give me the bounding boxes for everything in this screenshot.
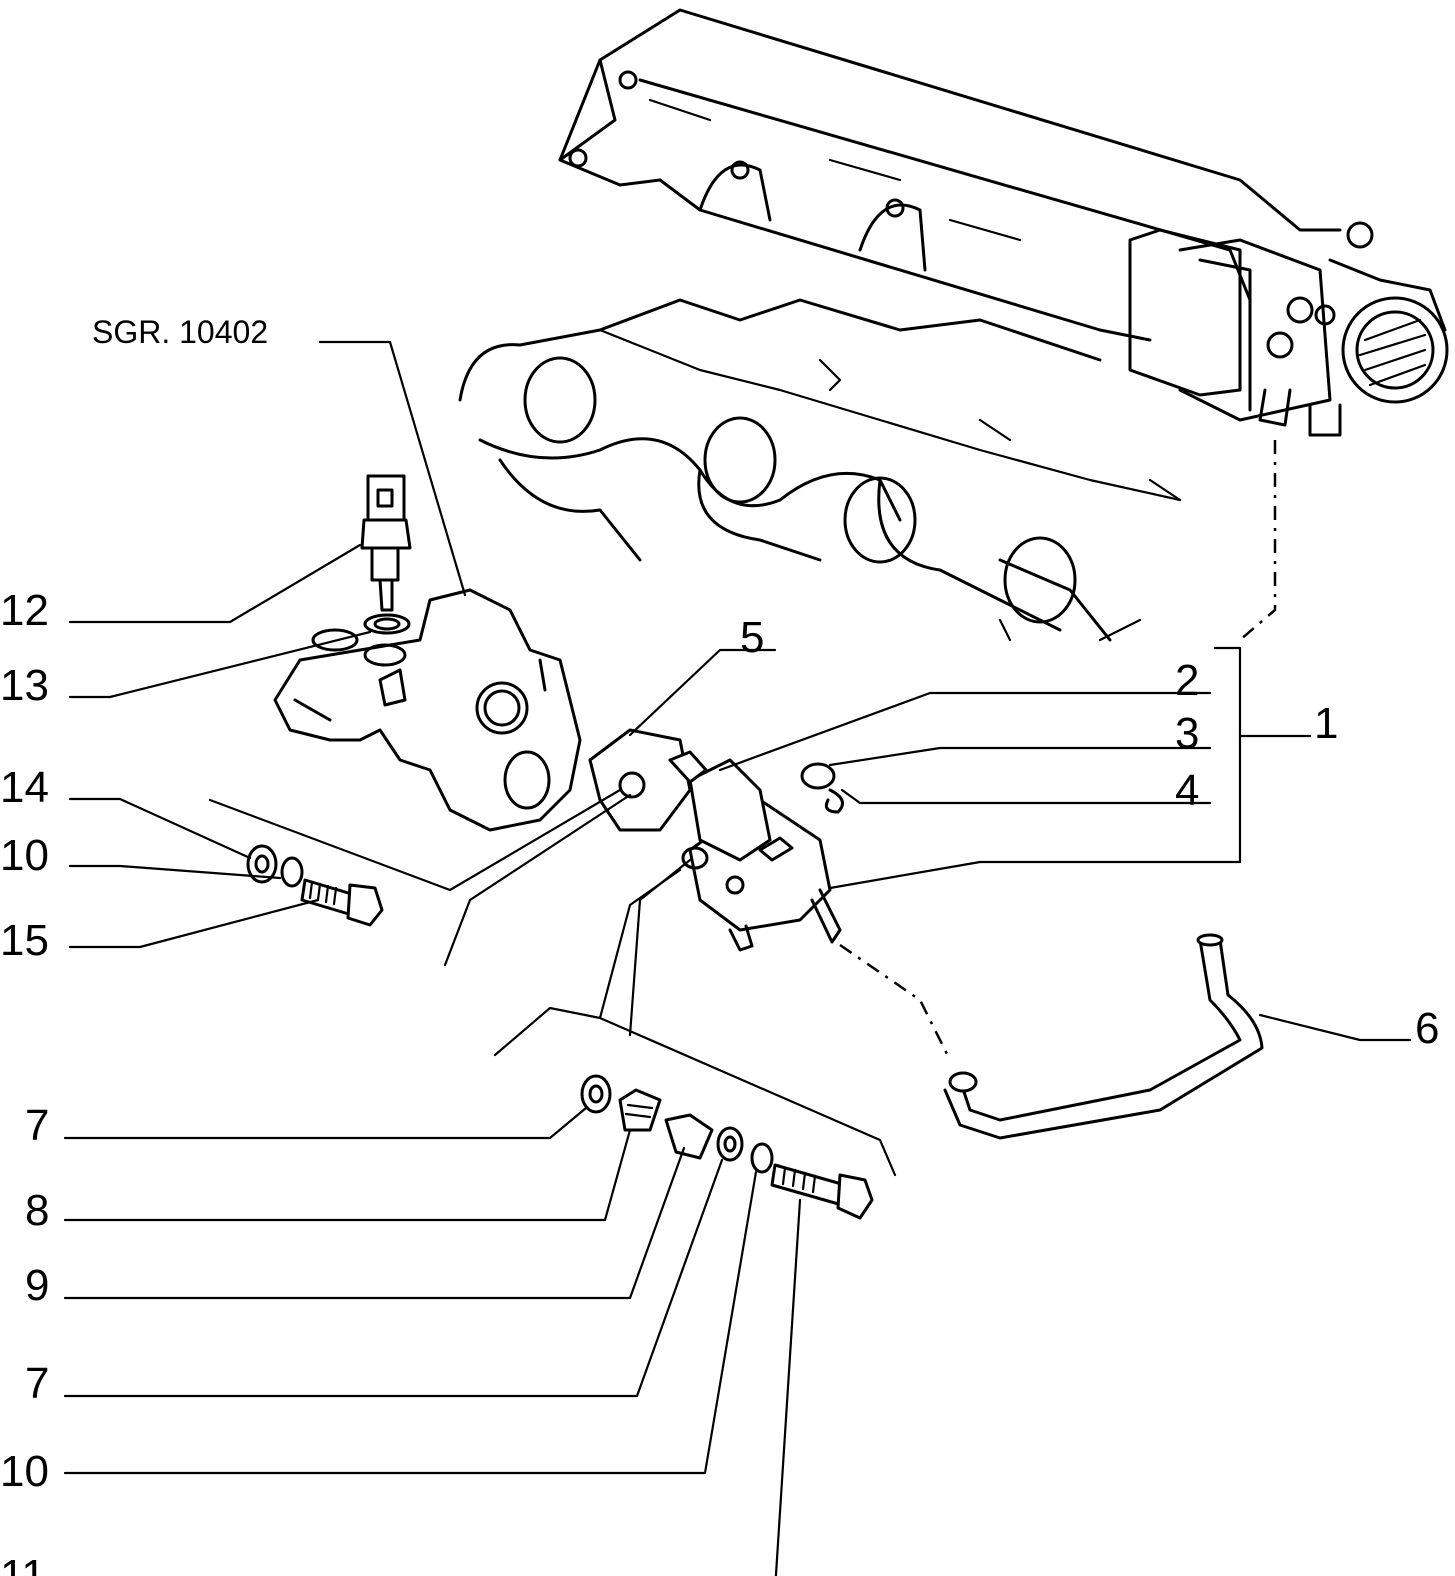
reference-label: SGR. 10402 [92, 314, 268, 350]
thermostat-housing [273, 588, 582, 832]
callout-12: 12 [0, 586, 49, 635]
hose [839, 933, 1264, 1140]
callout-11: 11 [0, 1551, 46, 1576]
callout-9: 9 [25, 1261, 49, 1310]
callout-2: 2 [1175, 656, 1199, 705]
callout-8: 8 [25, 1186, 49, 1235]
callout-10-bottom: 10 [0, 1447, 49, 1496]
callout-3: 3 [1175, 709, 1199, 758]
callout-14: 14 [0, 763, 49, 812]
callout-5: 5 [740, 613, 764, 662]
callout-7-bottom: 7 [25, 1359, 49, 1408]
callout-13: 13 [0, 661, 49, 710]
leader-lines [63, 340, 1412, 1576]
callout-15: 15 [0, 916, 49, 965]
temperature-sensor [360, 474, 412, 635]
callout-6: 6 [1415, 1004, 1439, 1053]
intake-manifold [458, 8, 1449, 642]
callout-7-top: 7 [25, 1101, 49, 1150]
fasteners [246, 844, 874, 1220]
callout-4: 4 [1175, 766, 1199, 815]
callout-1: 1 [1314, 699, 1338, 748]
callout-10-top: 10 [0, 831, 49, 880]
